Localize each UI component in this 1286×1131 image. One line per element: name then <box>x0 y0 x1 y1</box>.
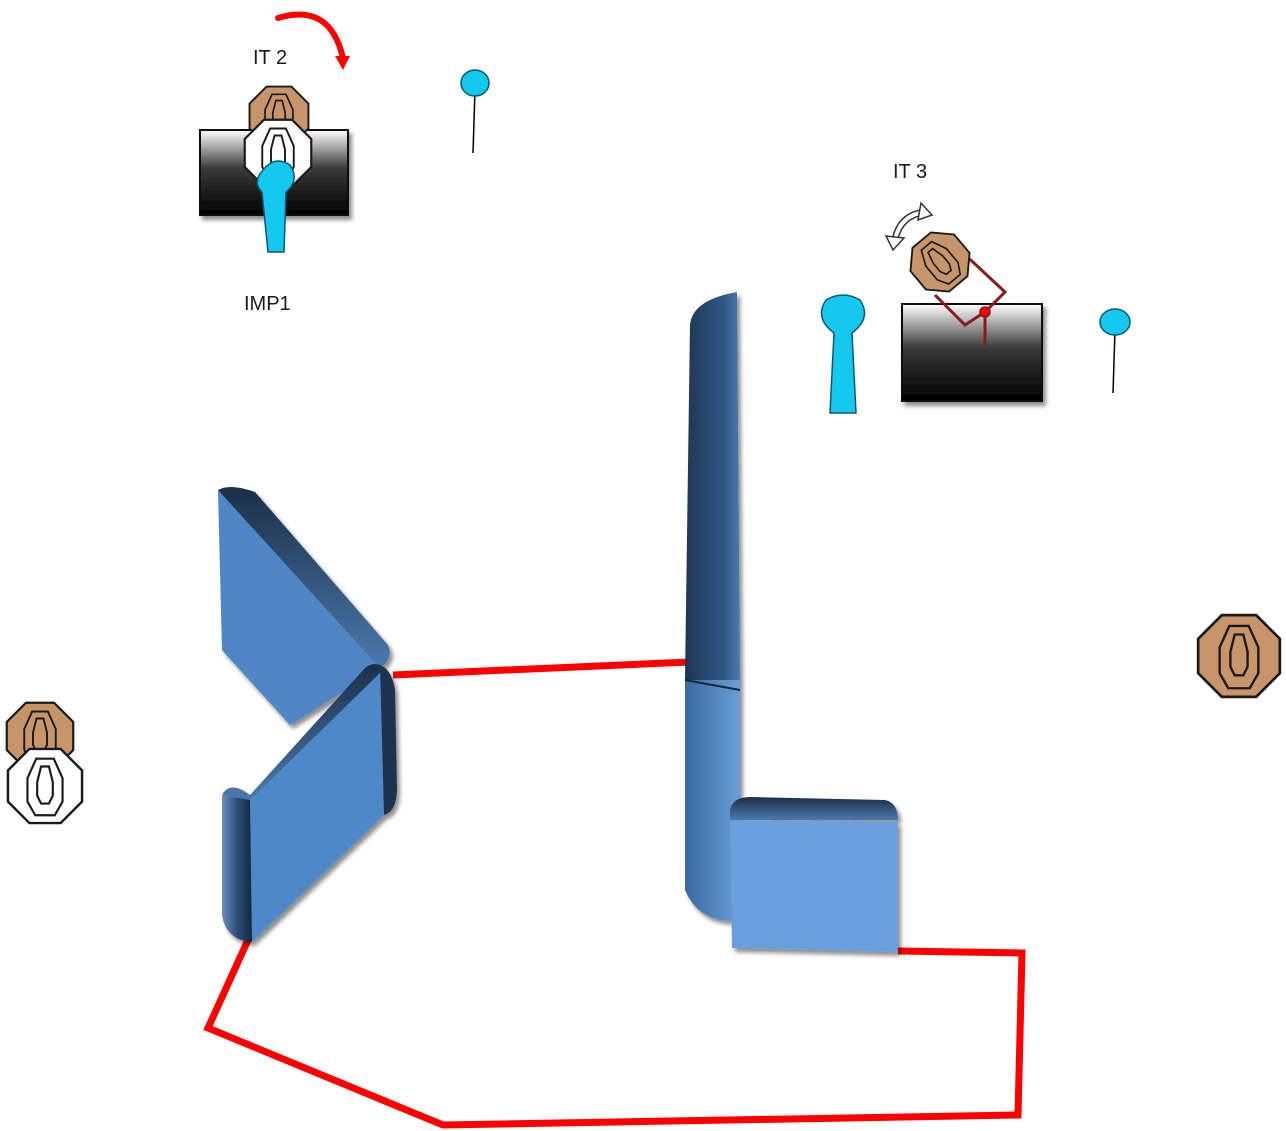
tall-vertical-wall <box>684 292 741 921</box>
swinger-pivot <box>979 306 991 318</box>
blue-popper-icon <box>256 160 295 253</box>
v-wall-right-edge <box>380 665 397 815</box>
tall-wall-shading-line <box>684 679 741 691</box>
brown-target-icon <box>1196 613 1282 699</box>
tall-wall-lower <box>685 680 740 921</box>
v-wall-upper-top-edge <box>218 486 390 668</box>
fault-line <box>203 658 1026 1129</box>
it2-label: IT 2 <box>253 47 287 69</box>
imp1-label: IMP1 <box>244 293 291 315</box>
activator-pin-right <box>1099 308 1131 394</box>
v-wall-lower-top-edge <box>222 664 385 800</box>
swinger-target-icon <box>898 220 982 304</box>
v-wall-lower-face <box>250 665 384 942</box>
v-wall-upper-face <box>218 490 380 725</box>
rotation-arrowhead-left-icon <box>884 235 906 252</box>
pin-stem <box>472 89 476 154</box>
white-no-shoot-target-icon <box>6 747 84 825</box>
square-block-face <box>730 820 898 952</box>
square-block-top <box>730 797 898 820</box>
left-v-wall <box>218 486 397 942</box>
barrel-icon <box>901 303 1043 402</box>
it3-group: IT 3 <box>820 161 1043 414</box>
activator-pin-icon <box>460 69 490 97</box>
fault-line-top-segment <box>392 658 691 679</box>
square-wall-block <box>730 797 898 952</box>
activator-pin-top <box>460 69 490 154</box>
it2-group: IT 2 IMP1 <box>199 11 350 315</box>
rotation-arrowhead-icon <box>335 56 350 70</box>
pin-stem <box>1112 329 1116 394</box>
activator-pin-icon <box>1099 308 1131 336</box>
left-target-pair <box>5 701 84 825</box>
tall-wall-upper <box>685 292 740 680</box>
rotation-arrow-icon <box>275 11 346 61</box>
fault-line-bottom-segment <box>203 938 1026 1129</box>
v-wall-left-end <box>222 795 252 942</box>
blue-popper-icon <box>820 294 866 414</box>
rotation-arrowhead-right-icon <box>917 201 934 222</box>
it3-label: IT 3 <box>893 161 927 183</box>
